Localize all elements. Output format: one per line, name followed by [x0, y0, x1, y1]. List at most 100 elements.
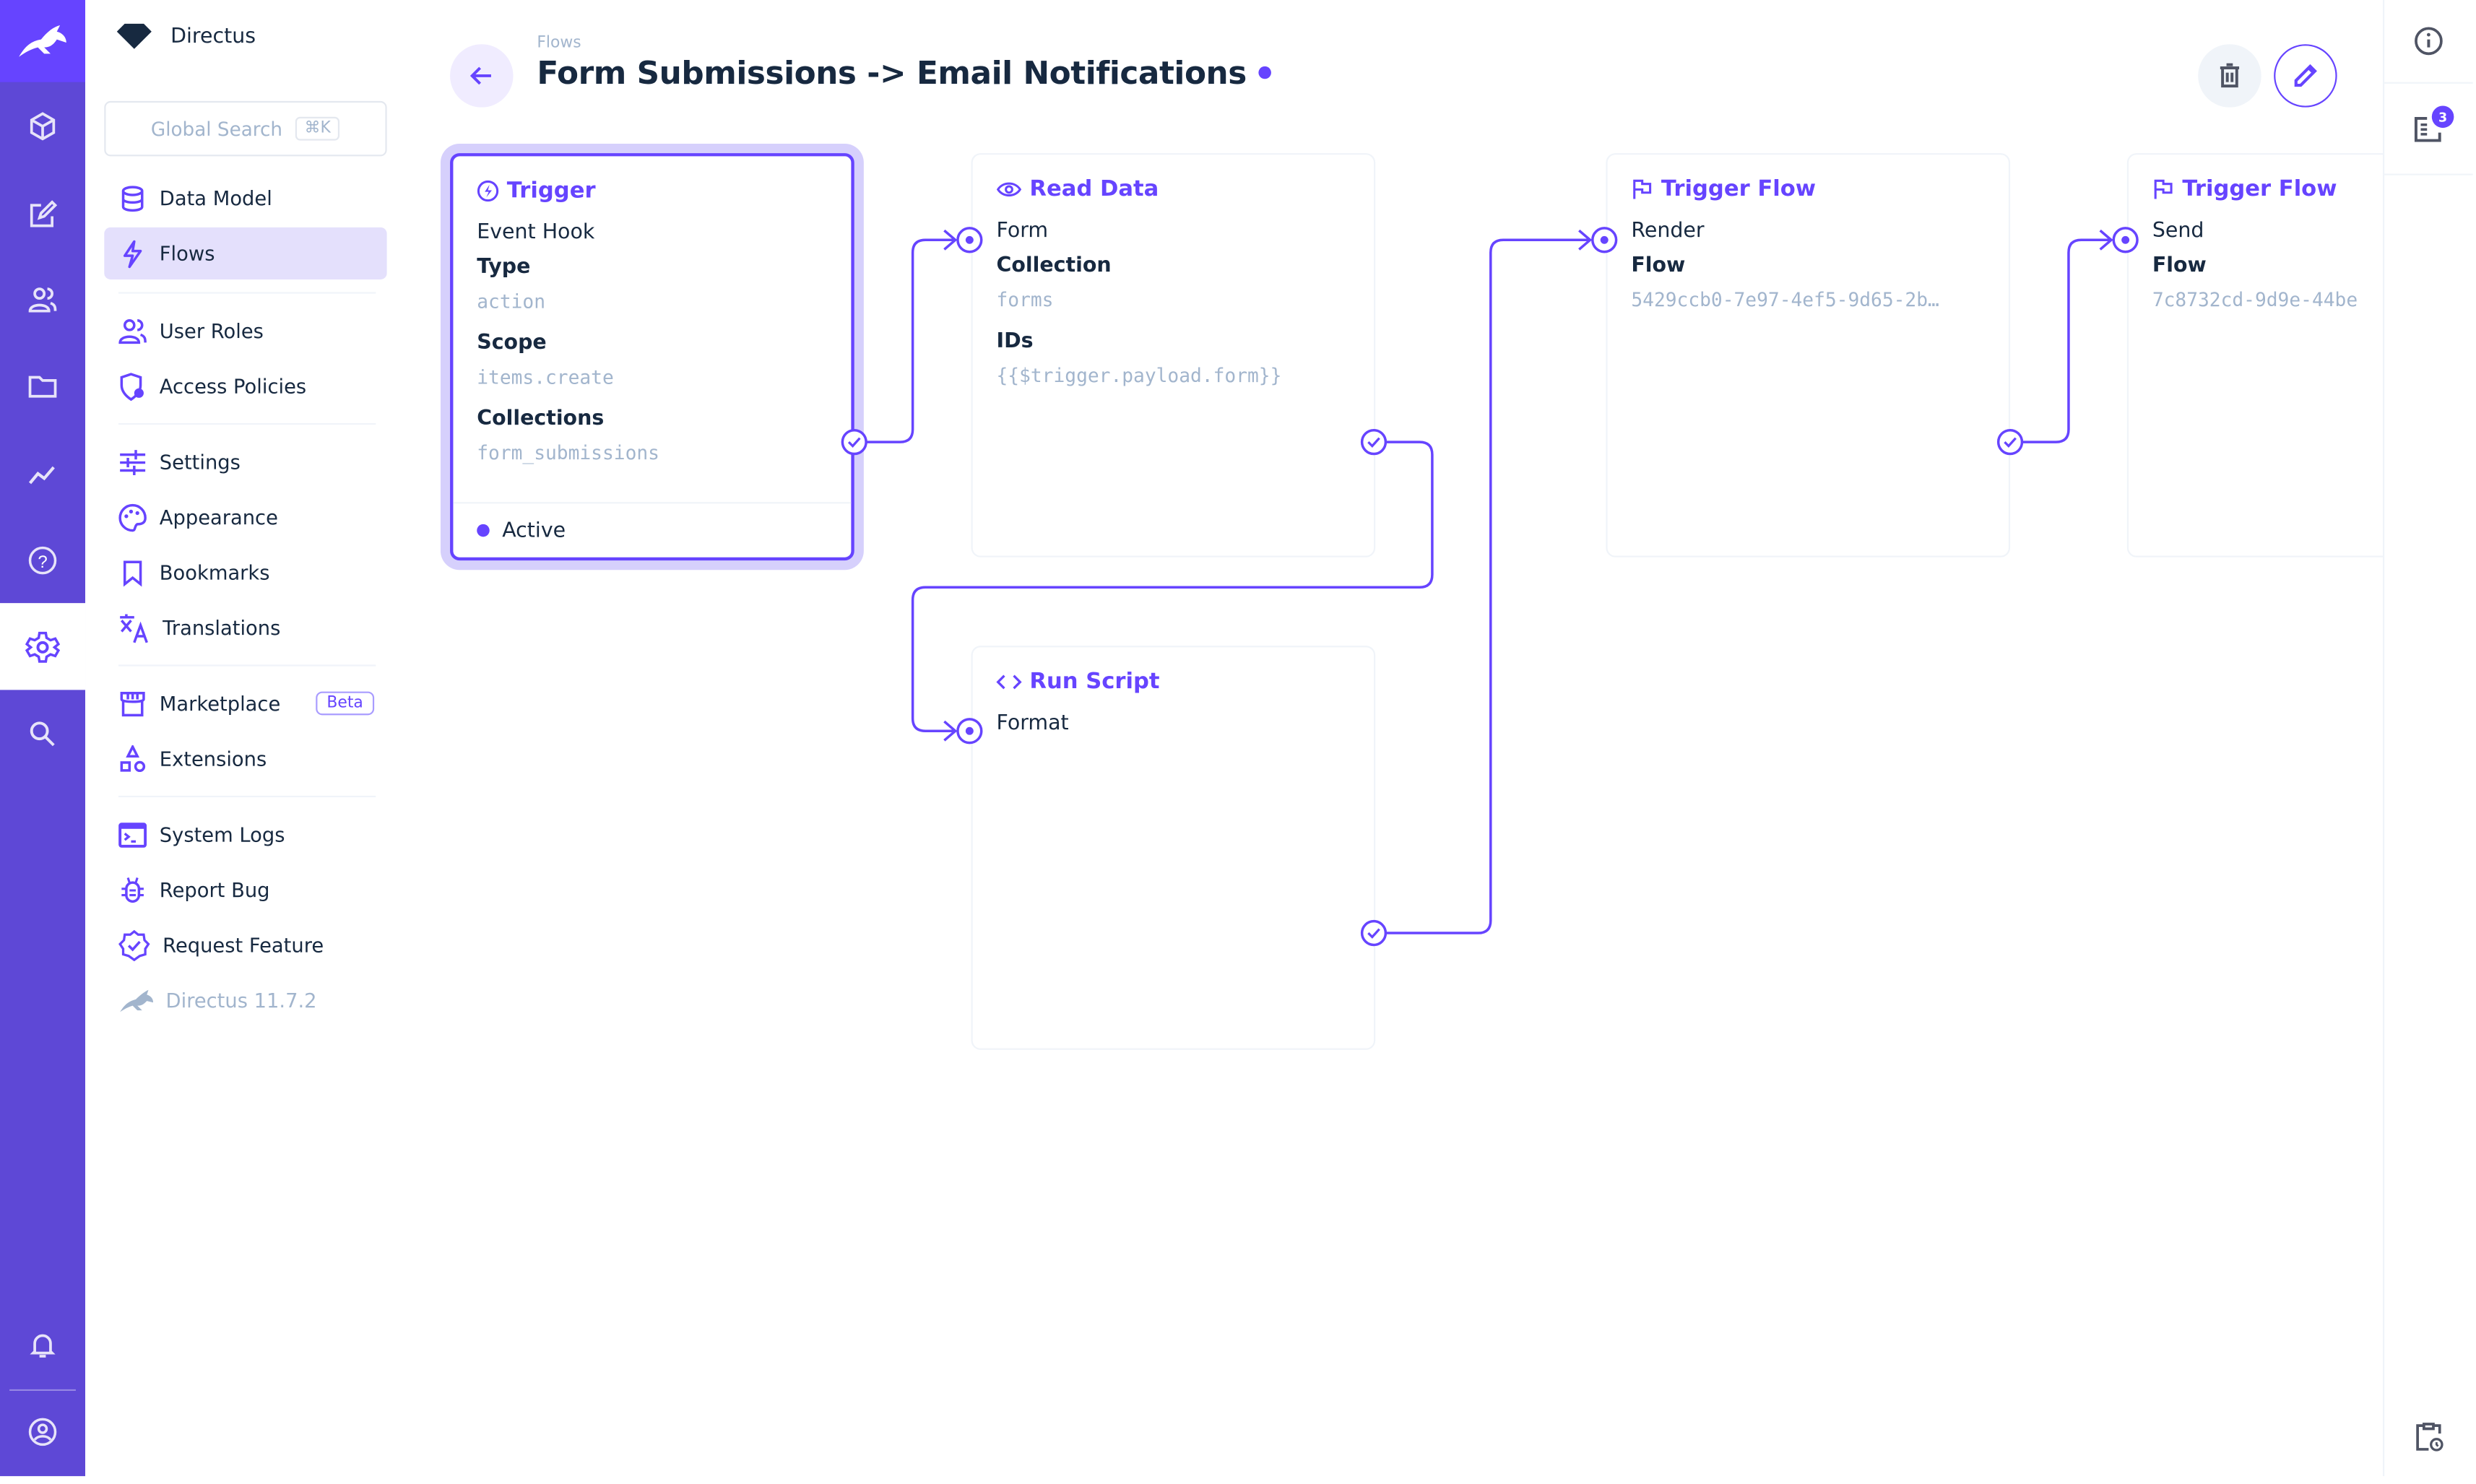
bell-icon[interactable] — [0, 1311, 85, 1380]
operation-title: Trigger Flow — [1661, 176, 1817, 202]
clipboard-button[interactable] — [2384, 1396, 2472, 1478]
version-info: Directus 11.7.2 — [104, 974, 386, 1026]
project-name[interactable]: Directus — [116, 23, 256, 49]
status-label: Active — [502, 518, 566, 542]
project-logo-icon — [116, 23, 152, 49]
nav-item-label: Marketplace — [159, 691, 281, 716]
logs-button[interactable]: 3 — [2384, 85, 2473, 175]
bolt-icon — [123, 239, 142, 268]
settings-icon[interactable] — [0, 603, 86, 690]
flag-icon — [2154, 179, 2173, 199]
resolve-handle-icon[interactable] — [841, 428, 867, 456]
database-icon — [121, 185, 144, 211]
info-button[interactable] — [2384, 0, 2473, 84]
field-key: Type — [477, 256, 531, 279]
nav-divider — [118, 664, 376, 667]
operation-card-trigger-flow-send[interactable]: Trigger Flow Send Flow 7c8732cd-9d9e-44b… — [2126, 153, 2384, 557]
resolve-handle-icon[interactable] — [1996, 428, 2024, 456]
page-title: Form Submissions -> Email Notifications — [537, 53, 1272, 92]
page-title-text: Form Submissions -> Email Notifications — [537, 53, 1247, 92]
delete-button[interactable] — [2198, 44, 2261, 108]
nav-item-request-feature[interactable]: Request Feature — [104, 919, 386, 971]
operation-name: Send — [2152, 219, 2204, 243]
nav-item-label: Translations — [163, 615, 281, 640]
rail-divider — [9, 1389, 76, 1392]
nav-item-system-logs[interactable]: System Logs — [104, 808, 386, 860]
edit-icon[interactable] — [0, 180, 85, 249]
rabbit-logo-icon — [120, 989, 154, 1012]
nav-item-report-bug[interactable]: Report Bug — [104, 864, 386, 916]
nav-item-bookmarks[interactable]: Bookmarks — [104, 546, 386, 598]
nav-item-appearance[interactable]: Appearance — [104, 491, 386, 543]
nav-item-label: Appearance — [159, 505, 278, 529]
operation-title: Trigger Flow — [2182, 176, 2337, 202]
operation-title: Run Script — [1029, 669, 1160, 695]
nav-item-label: Extensions — [159, 747, 267, 771]
nav-item-access-policies[interactable]: Access Policies — [104, 360, 386, 412]
help-icon[interactable]: ? — [0, 526, 85, 595]
nav-item-label: Request Feature — [163, 933, 324, 957]
bookmark-icon — [123, 560, 142, 586]
directus-logo[interactable] — [0, 0, 86, 82]
nav-item-flows[interactable]: Flows — [104, 227, 387, 279]
trash-icon — [2220, 63, 2240, 88]
edit-flow-button[interactable] — [2274, 44, 2337, 108]
trigger-type-label: Event Hook — [477, 221, 595, 245]
users-icon[interactable] — [0, 265, 85, 334]
clipboard-clock-icon — [2416, 1423, 2443, 1452]
nav-item-settings[interactable]: Settings — [104, 435, 386, 487]
trigger-card[interactable]: Trigger Event Hook Type action Scope ite… — [450, 153, 854, 561]
bug-icon — [121, 876, 144, 902]
connection-trigger-read-data — [854, 229, 958, 443]
operation-name: Render — [1631, 219, 1705, 243]
connection-trigger-flow-trigger-flow — [2010, 229, 2113, 443]
resolve-handle-icon[interactable] — [1360, 428, 1388, 456]
operation-card-read-data[interactable]: Read Data Form Collection forms IDs {{$t… — [971, 153, 1376, 557]
info-icon — [2415, 27, 2443, 56]
nav-divider — [118, 422, 376, 425]
nav-item-user-roles[interactable]: User Roles — [104, 305, 386, 357]
nav-item-label: System Logs — [159, 823, 285, 846]
users-icon — [118, 318, 147, 344]
pencil-icon — [2294, 64, 2317, 87]
nav-item-data-model[interactable]: Data Model — [104, 172, 386, 224]
input-handle-icon[interactable] — [956, 227, 983, 253]
breadcrumb[interactable]: Flows — [537, 35, 581, 53]
verified-icon — [118, 929, 150, 961]
nav-item-translations[interactable]: Translations — [104, 602, 386, 654]
global-search-input[interactable]: Global Search ⌘K — [104, 100, 387, 157]
resolve-handle-icon[interactable] — [1360, 919, 1388, 947]
rabbit-logo-icon — [19, 25, 66, 57]
input-handle-icon[interactable] — [1591, 227, 1618, 253]
nav-item-label: Flows — [159, 241, 215, 266]
status-dot — [477, 524, 490, 537]
flow-connections — [854, 229, 2113, 934]
field-key: Scope — [477, 331, 547, 355]
insights-icon[interactable] — [0, 439, 85, 508]
nav-divider — [118, 795, 376, 798]
back-button[interactable] — [450, 44, 514, 108]
project-title: Directus — [170, 24, 256, 48]
nav-item-label: Bookmarks — [159, 560, 270, 584]
search-icon[interactable] — [0, 699, 85, 768]
nav-item-extensions[interactable]: Extensions — [104, 732, 386, 784]
content-module-box-icon[interactable] — [0, 92, 85, 161]
input-handle-icon[interactable] — [956, 718, 983, 745]
field-key: Collections — [477, 407, 605, 431]
folder-icon[interactable] — [0, 352, 85, 422]
operation-card-trigger-flow-render[interactable]: Trigger Flow Render Flow 5429ccb0-7e97-4… — [1606, 153, 2011, 557]
nav-item-label: Settings — [159, 450, 241, 474]
version-label: Directus 11.7.2 — [165, 988, 317, 1012]
input-handle-icon[interactable] — [2112, 227, 2139, 253]
flow-canvas[interactable]: Trigger Event Hook Type action Scope ite… — [418, 126, 2384, 1476]
operation-card-run-script[interactable]: Run Script Format — [971, 646, 1376, 1050]
logs-icon — [2414, 116, 2441, 142]
nav-item-label: User Roles — [159, 318, 264, 343]
search-shortcut: ⌘K — [295, 116, 340, 141]
user-avatar-icon[interactable] — [0, 1397, 85, 1467]
svg-text:?: ? — [38, 552, 47, 572]
field-key: Collection — [996, 253, 1112, 278]
terminal-icon — [118, 822, 147, 847]
logs-count-badge: 3 — [2431, 105, 2454, 129]
